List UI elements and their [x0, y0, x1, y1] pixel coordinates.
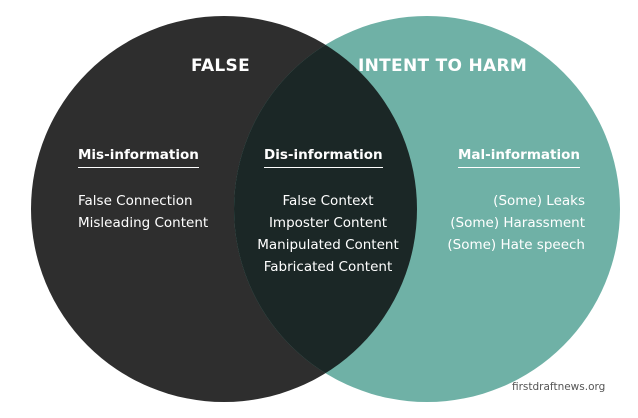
intent-to-harm-set-title: INTENT TO HARM: [358, 56, 528, 76]
source-credit: firstdraftnews.org: [512, 381, 606, 393]
mis-information-list: False Connection Misleading Content: [78, 190, 208, 234]
mis-information-heading: Mis-information: [78, 148, 199, 168]
mal-information-list: (Some) Leaks (Some) Harassment (Some) Ha…: [425, 190, 585, 256]
overlap-region: [234, 16, 417, 402]
mal-information-heading: Mal-information: [458, 148, 580, 168]
list-item: (Some) Harassment: [450, 215, 585, 231]
false-set-title: FALSE: [191, 56, 251, 76]
list-item: (Some) Leaks: [493, 193, 585, 209]
list-item: False Connection: [78, 193, 193, 209]
list-item: Imposter Content: [268, 215, 388, 231]
list-item: Manipulated Content: [257, 237, 399, 253]
dis-information-heading: Dis-information: [264, 148, 383, 168]
list-item: False Context: [282, 193, 374, 209]
list-item: (Some) Hate speech: [447, 237, 585, 253]
dis-information-list: False Context Imposter Content Manipulat…: [248, 190, 408, 278]
list-item: Misleading Content: [78, 215, 209, 231]
list-item: Fabricated Content: [263, 259, 393, 275]
